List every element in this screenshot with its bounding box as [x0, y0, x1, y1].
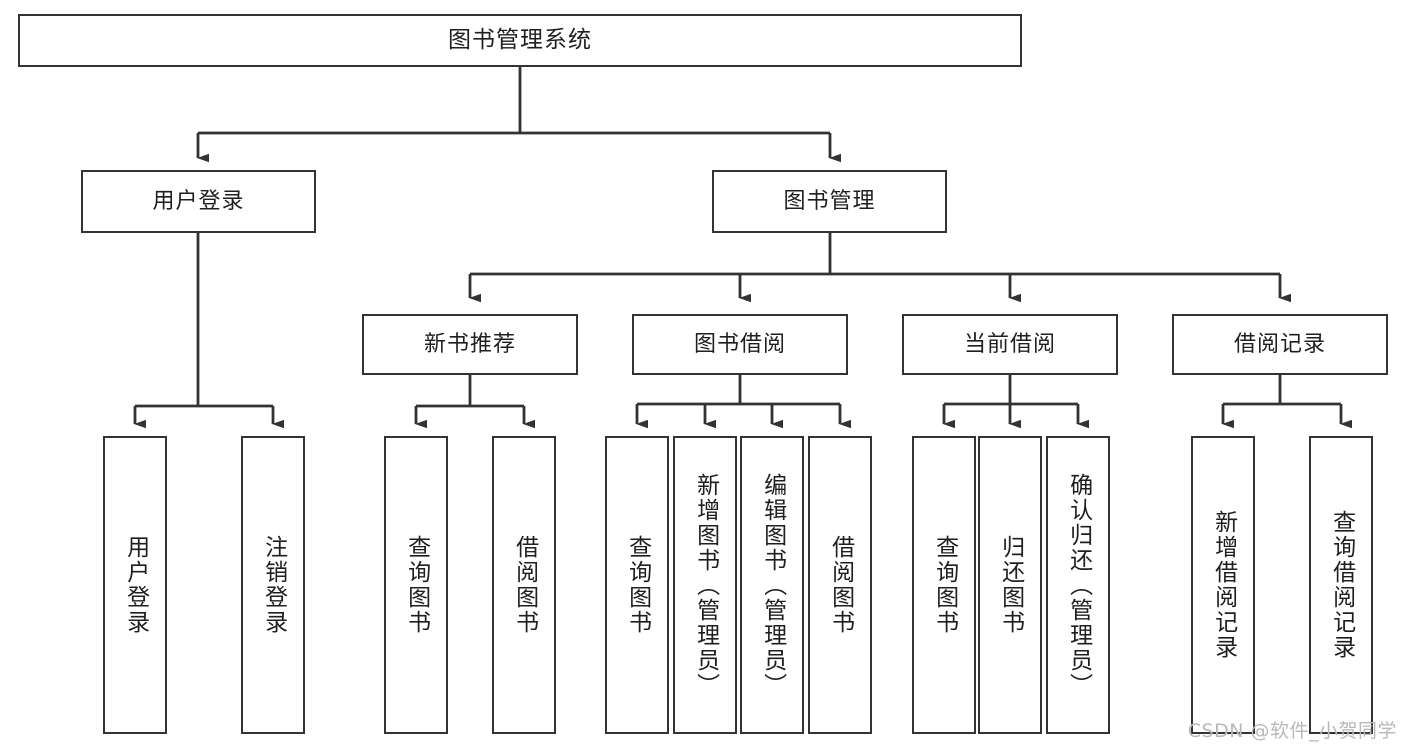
leaf-return-book[interactable]: 归还图书: [978, 436, 1042, 734]
leaf-query-book-borrow[interactable]: 查询图书: [605, 436, 669, 734]
leaf-add-book-admin[interactable]: 新增图书（管理员）: [673, 436, 737, 734]
leaf-borrow-book[interactable]: 借阅图书: [808, 436, 872, 734]
node-label: 图书借阅: [693, 331, 786, 357]
node-label: 当前借阅: [963, 331, 1056, 357]
leaf-query-book-recommend[interactable]: 查询图书: [384, 436, 448, 734]
node-label: 编辑图书（管理员）: [759, 472, 786, 698]
node-label: 归还图书: [997, 535, 1024, 635]
node-label: 用户登录: [152, 188, 245, 214]
node-label: 新增图书（管理员）: [692, 472, 719, 698]
node-label: 新增借阅记录: [1210, 510, 1237, 660]
leaf-confirm-return-admin[interactable]: 确认归还（管理员）: [1046, 436, 1110, 734]
node-current-borrow[interactable]: 当前借阅: [902, 314, 1118, 375]
node-root-system[interactable]: 图书管理系统: [18, 14, 1022, 67]
node-label: 借阅记录: [1233, 331, 1326, 357]
node-label: 新书推荐: [423, 331, 516, 357]
node-label: 确认归还（管理员）: [1065, 472, 1092, 698]
node-user-login[interactable]: 用户登录: [81, 170, 316, 233]
node-label: 用户登录: [122, 535, 149, 635]
watermark-text: CSDN @软件_小贺同学: [1187, 720, 1397, 742]
node-book-borrow[interactable]: 图书借阅: [632, 314, 848, 375]
leaf-logout[interactable]: 注销登录: [241, 436, 305, 734]
node-label: 查询图书: [403, 535, 430, 635]
node-label: 借阅图书: [511, 535, 538, 635]
node-label: 注销登录: [260, 535, 287, 635]
node-label: 图书管理: [783, 188, 876, 214]
node-label: 图书管理系统: [448, 27, 592, 54]
node-label: 借阅图书: [827, 535, 854, 635]
leaf-add-borrow-record[interactable]: 新增借阅记录: [1191, 436, 1255, 734]
node-borrow-records[interactable]: 借阅记录: [1172, 314, 1388, 375]
leaf-user-login[interactable]: 用户登录: [103, 436, 167, 734]
leaf-borrow-book-recommend[interactable]: 借阅图书: [492, 436, 556, 734]
leaf-edit-book-admin[interactable]: 编辑图书（管理员）: [740, 436, 804, 734]
node-label: 查询借阅记录: [1328, 510, 1355, 660]
leaf-query-borrow-record[interactable]: 查询借阅记录: [1309, 436, 1373, 734]
node-new-book-recommend[interactable]: 新书推荐: [362, 314, 578, 375]
node-label: 查询图书: [624, 535, 651, 635]
node-label: 查询图书: [931, 535, 958, 635]
node-book-management[interactable]: 图书管理: [712, 170, 947, 233]
leaf-query-book-current[interactable]: 查询图书: [912, 436, 976, 734]
